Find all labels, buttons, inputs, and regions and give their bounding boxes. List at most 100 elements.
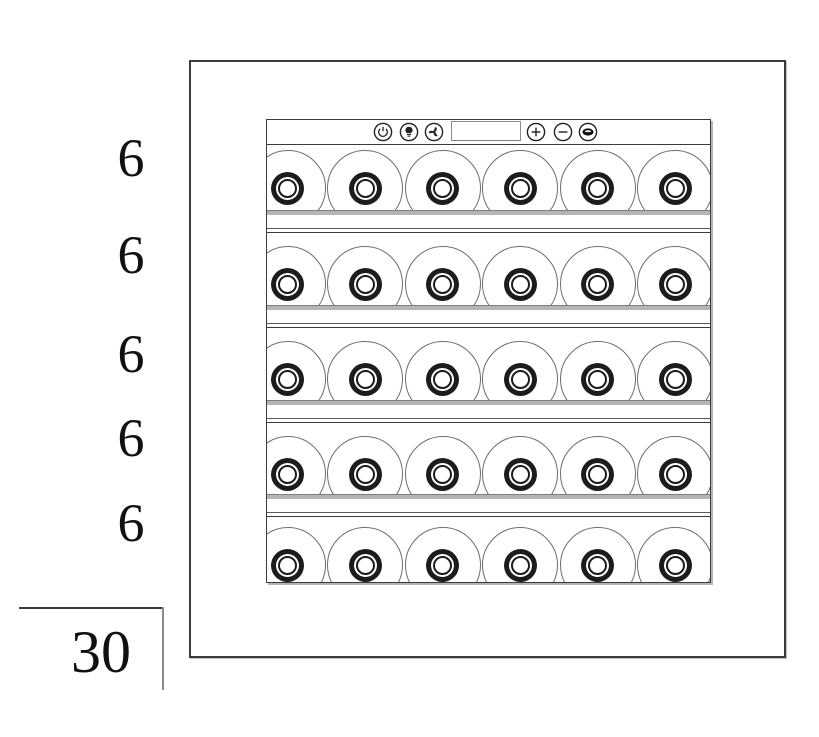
bottle-neck-ring — [581, 457, 614, 491]
bottle-mouth — [278, 274, 297, 294]
bottle-neck-gap — [353, 462, 377, 486]
wine-bottle — [637, 341, 710, 400]
bottle-mouth — [510, 178, 530, 198]
total-bracket-vertical-line — [162, 607, 164, 690]
bottle-mouth — [278, 464, 297, 484]
bottle-neck-gap — [276, 176, 299, 200]
temperature-display — [451, 121, 521, 141]
bottle-neck-gap — [586, 553, 609, 577]
bottle-mouth — [433, 178, 452, 198]
bottle-neck-ring — [348, 548, 382, 582]
wine-bottle — [637, 527, 710, 582]
bottle-neck-ring — [348, 267, 382, 301]
bottle-mouth — [433, 555, 452, 575]
shelf — [267, 210, 710, 215]
fan-button[interactable] — [424, 122, 444, 142]
bottle-neck-ring — [503, 267, 537, 301]
bottle-neck-ring — [426, 457, 459, 491]
wine-bottle — [559, 341, 636, 400]
bottle-neck-ring — [581, 171, 614, 205]
bottle-mouth — [355, 274, 375, 294]
bottle-zone — [267, 233, 710, 305]
bottle-neck-gap — [353, 553, 377, 577]
bottle-neck-gap — [276, 553, 299, 577]
wine-bottle — [559, 246, 636, 305]
bottle-mouth — [588, 369, 607, 389]
bottle-mouth — [510, 464, 530, 484]
total-bracket-horizontal-line — [19, 607, 163, 609]
light-button[interactable] — [399, 122, 419, 142]
bottle-neck-gap — [353, 367, 377, 391]
bottle-neck-gap — [508, 367, 532, 391]
bottle-neck-gap — [508, 272, 532, 296]
bottle-neck-gap — [353, 176, 377, 200]
bottle-mouth — [588, 464, 607, 484]
bottle-neck-gap — [586, 272, 609, 296]
shelf — [267, 494, 710, 499]
wine-bottle — [267, 436, 326, 494]
wine-bottle — [637, 436, 710, 494]
bottle-neck-ring — [503, 362, 537, 396]
shelf — [267, 305, 710, 310]
mode-button[interactable] — [578, 122, 598, 142]
bottle-zone — [267, 517, 710, 582]
bottle-neck-ring — [658, 171, 692, 205]
bottle-zone — [267, 328, 710, 400]
bottle-mouth — [665, 369, 685, 389]
bottle-neck-gap — [276, 272, 299, 296]
bottle-mouth — [588, 274, 607, 294]
bottle-neck-ring — [348, 457, 382, 491]
bottle-mouth — [433, 369, 452, 389]
temp-down-button[interactable] — [553, 122, 573, 142]
wine-bottle — [637, 150, 710, 210]
bottle-mouth — [665, 274, 685, 294]
bottle-neck-ring — [348, 171, 382, 205]
bottle-neck-ring — [271, 457, 304, 491]
bottle-neck-gap — [663, 367, 687, 391]
bottle-neck-ring — [658, 548, 692, 582]
bottle-neck-ring — [581, 548, 614, 582]
wine-bottle — [404, 341, 481, 400]
bottle-neck-gap — [276, 462, 299, 486]
bottle-neck-gap — [508, 553, 532, 577]
bottle-mouth — [665, 464, 685, 484]
row-capacity-label: 6 — [117, 493, 145, 553]
wine-bottle — [267, 150, 326, 210]
bottle-mouth — [278, 369, 297, 389]
bottle-neck-gap — [431, 367, 454, 391]
plus-icon — [526, 122, 546, 142]
bottle-neck-gap — [508, 176, 532, 200]
power-button[interactable] — [373, 122, 393, 142]
bottle-neck-gap — [508, 462, 532, 486]
wine-bottle — [267, 246, 326, 305]
bottle-mouth — [433, 274, 452, 294]
bottle-neck-gap — [663, 176, 687, 200]
row-separator-line — [267, 512, 710, 517]
bottle-neck-gap — [276, 367, 299, 391]
bottle-mouth — [355, 555, 375, 575]
bottle-mouth — [278, 178, 297, 198]
wine-bottle — [404, 150, 481, 210]
row-separator-line — [267, 228, 710, 233]
bottle-mouth — [588, 178, 607, 198]
bottle-neck-ring — [426, 362, 459, 396]
door-frame — [266, 119, 711, 583]
row-separator-line — [267, 418, 710, 423]
bottle-mouth — [665, 555, 685, 575]
bottle-neck-gap — [431, 553, 454, 577]
wine-bottle — [559, 436, 636, 494]
bottle-mouth — [588, 555, 607, 575]
bottle-neck-ring — [426, 267, 459, 301]
wine-bottle — [559, 150, 636, 210]
bottle-zone — [267, 423, 710, 494]
minus-icon — [553, 122, 573, 142]
shelf-row — [267, 517, 710, 582]
shelf-row — [267, 145, 710, 233]
bottle-neck-ring — [503, 171, 537, 205]
control-panel — [267, 120, 710, 145]
bottle-neck-ring — [658, 267, 692, 301]
temp-up-button[interactable] — [526, 122, 546, 142]
bottle-neck-ring — [271, 548, 304, 582]
bottle-mouth — [355, 369, 375, 389]
